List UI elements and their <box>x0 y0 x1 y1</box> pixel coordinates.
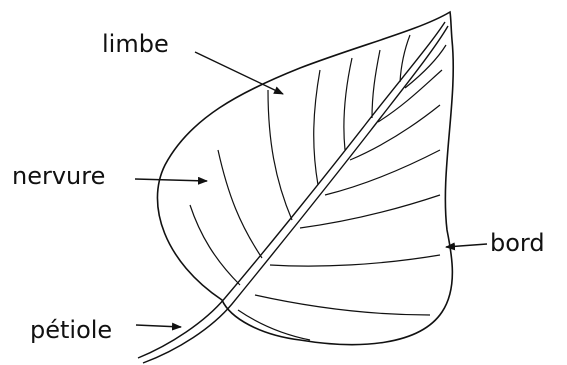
nervure-pointer <box>135 179 207 181</box>
label-nervure: nervure <box>12 162 105 190</box>
label-limbe: limbe <box>102 30 169 58</box>
label-petiole: pétiole <box>30 316 112 344</box>
label-bord: bord <box>490 229 545 257</box>
petiole-pointer <box>136 325 181 327</box>
leaf-blade-outline <box>157 12 453 345</box>
limbe-pointer <box>195 52 283 94</box>
petiole-lower-line <box>143 26 448 363</box>
petiole-upper-line <box>138 22 445 358</box>
bord-pointer <box>446 244 487 247</box>
